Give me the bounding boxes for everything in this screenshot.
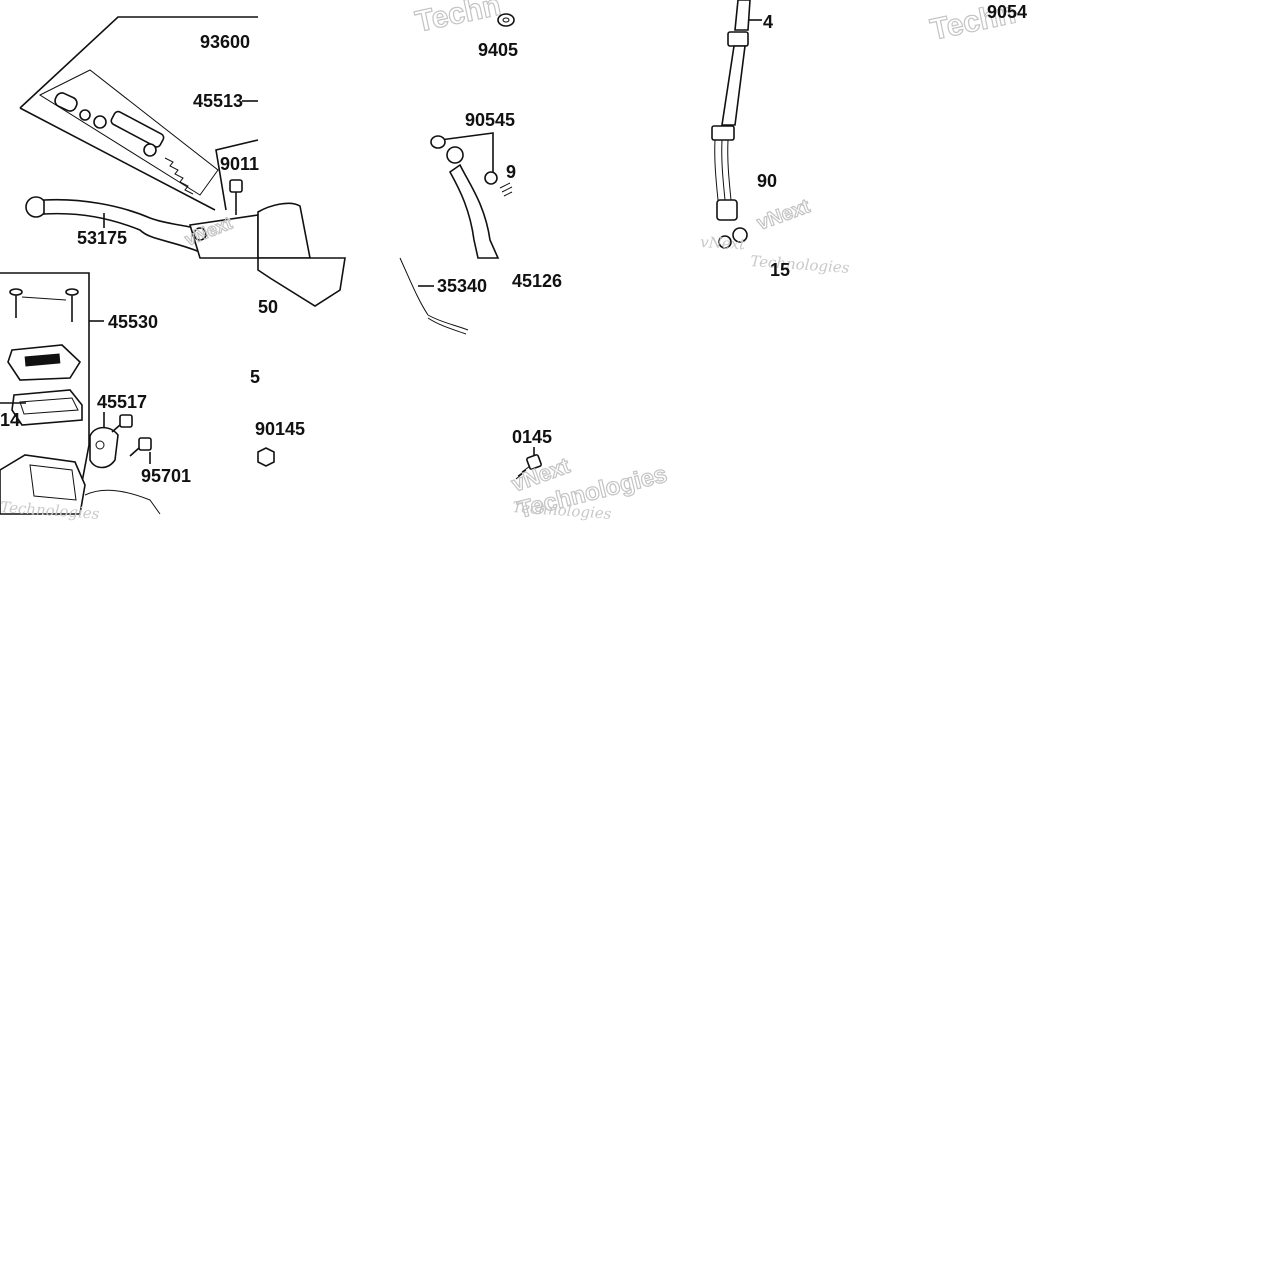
part-label-9054: 9054 [987, 2, 1027, 22]
part-label-5: 5 [250, 367, 260, 387]
watermark-technologies-1: Technologies [750, 252, 851, 277]
part-label-90: 90 [757, 171, 777, 191]
part-label-14: 14 [0, 410, 20, 430]
brake-hose-icon [430, 135, 513, 259]
part-label-35340: 35340 [437, 276, 487, 296]
tile-bolt: 45126 0145 vNext Technologies Technologi… [508, 271, 671, 524]
nut-icon [497, 13, 515, 27]
part-label-9: 9 [506, 162, 516, 182]
tile-right-fragment: Technologies 15 Techn 9054 [750, 0, 1027, 280]
long-hose-icon [711, 0, 751, 249]
part-label-0145: 0145 [512, 427, 552, 447]
screw-icon [9, 288, 79, 322]
tile-hose-banjo: Techn 9405 90545 9 [257, 0, 518, 259]
master-cylinder-body-icon [0, 454, 161, 515]
part-label-45126: 45126 [512, 271, 562, 291]
part-label-93600: 93600 [200, 32, 250, 52]
tile-long-hose: 4 90 vNext vNext [700, 0, 814, 253]
part-label-45513: 45513 [193, 91, 243, 111]
switch-wire-icon [399, 257, 469, 335]
part-label-15: 15 [770, 260, 790, 280]
watermark-technologies-2: Technologies [0, 498, 100, 523]
piston-kit-icon [54, 92, 194, 195]
part-label-53175: 53175 [77, 228, 127, 248]
clamp-icon [89, 426, 119, 469]
tile-piston-kit: 93600 45513 9011 53175 [19, 16, 259, 259]
watermark-vnext-1: vNext [700, 233, 747, 253]
part-label-50: 50 [258, 297, 278, 317]
part-label-90545: 90545 [465, 110, 515, 130]
part-label-90145-a: 90145 [255, 419, 305, 439]
reservoir-diaphragm-icon [11, 389, 83, 426]
reservoir-cap-icon [7, 344, 82, 381]
part-label-4: 4 [763, 12, 773, 32]
hex-nut-icon [257, 447, 275, 467]
brake-lever-icon [25, 196, 259, 259]
part-label-45517: 45517 [97, 392, 147, 412]
part-label-95701: 95701 [141, 466, 191, 486]
part-label-9011: 9011 [220, 154, 259, 174]
tile-fitting: 50 5 90145 35340 [250, 257, 487, 467]
tile-reservoir: 45530 14 Technologies 45517 [0, 272, 191, 523]
bolt-icon [229, 179, 243, 215]
clamp-bolt-icon [111, 414, 152, 457]
part-label-45530: 45530 [108, 312, 158, 332]
watermark-tech-1: Techn [413, 0, 504, 39]
hose-bolt-icon [515, 454, 542, 480]
part-label-9405: 9405 [478, 40, 518, 60]
watermark-vnext-2: vNext [754, 195, 813, 234]
